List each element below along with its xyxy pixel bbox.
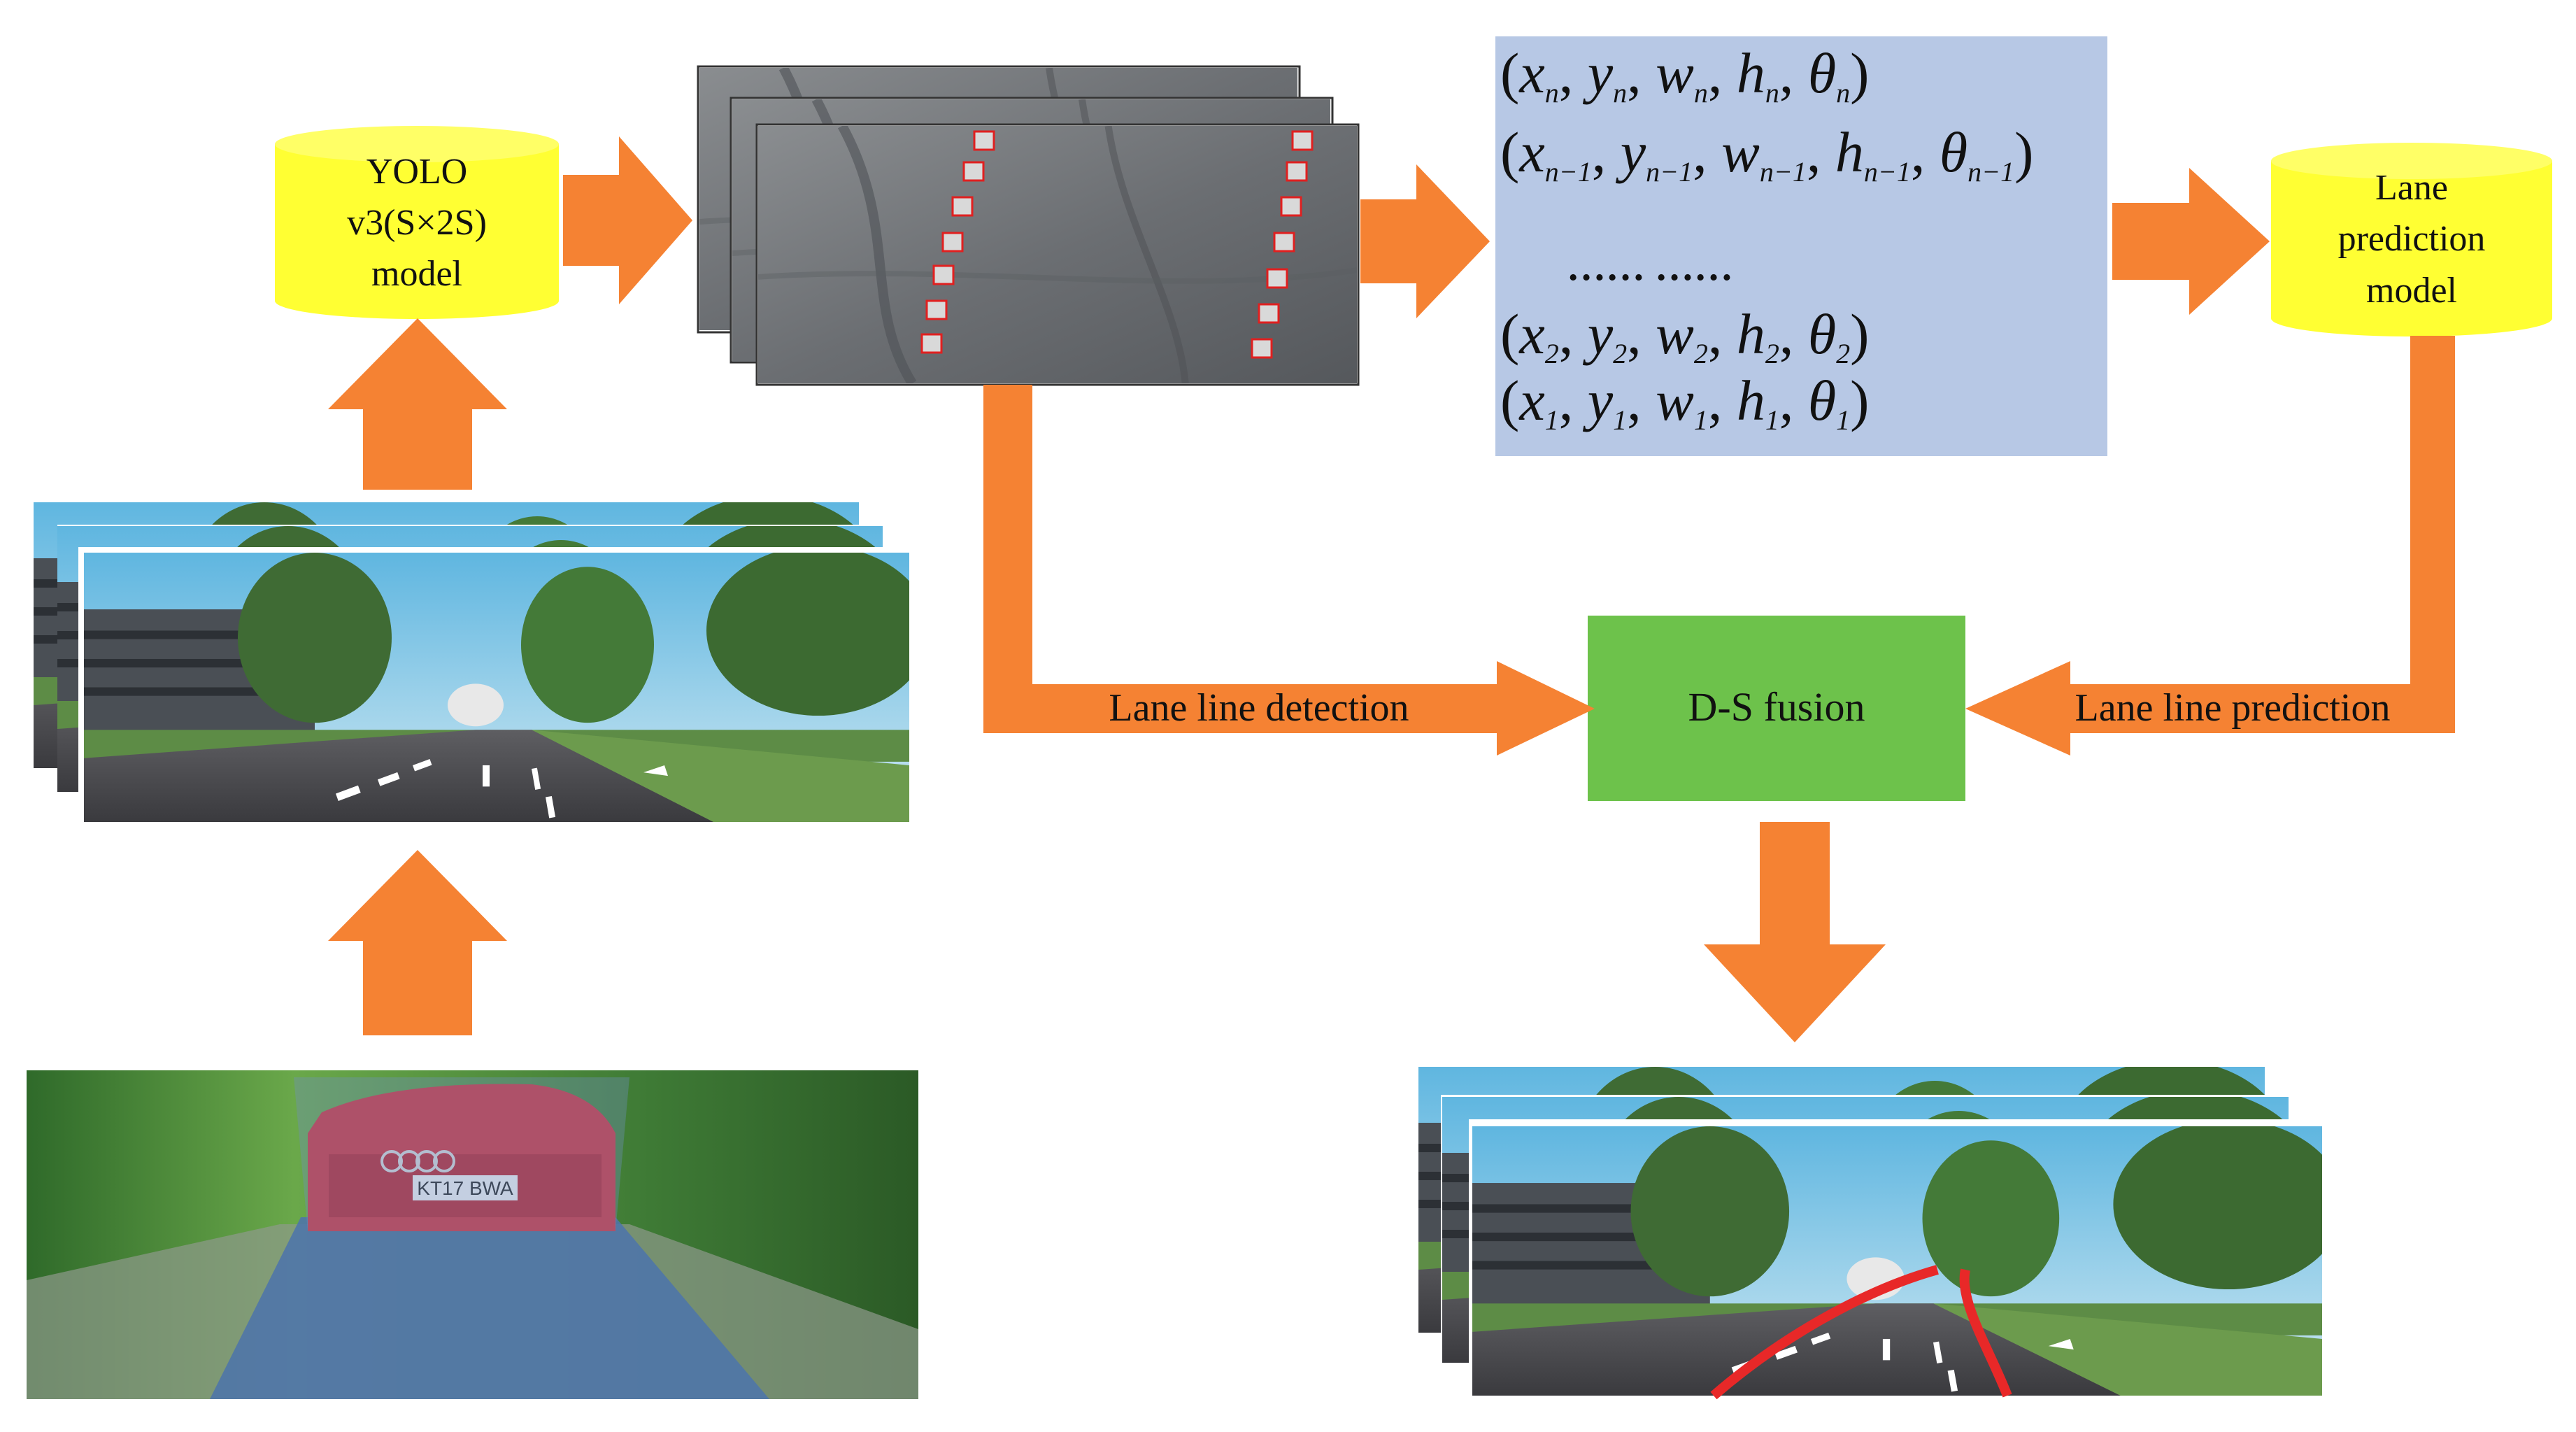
- lane-line-detection-label: Lane line detection: [1109, 686, 1409, 730]
- yolo-label-line2: v3(S×2S): [347, 203, 487, 243]
- input-photo: KT17 BWA: [27, 1070, 918, 1399]
- formula-ellipsis: …… ……: [1567, 246, 1733, 289]
- arrow-lane-line-prediction: [1965, 336, 2455, 756]
- svg-text:(xn, yn, wn, hn, θn): (xn, yn, wn, hn, θn): [1500, 41, 1869, 108]
- detection-frame-front: [755, 123, 1360, 386]
- detection-frames-stack: [697, 65, 1360, 386]
- lane-prediction-model-cylinder: Lane prediction model: [2271, 143, 2552, 336]
- arrow-yolo-to-detections: [563, 136, 692, 304]
- yolo-label-line1: YOLO: [367, 152, 467, 192]
- arrow-lane-line-detection: [983, 385, 1595, 756]
- ds-fusion-box: D-S fusion: [1588, 616, 1965, 801]
- yolo-label-line3: model: [371, 254, 462, 294]
- formula-panel: (xn, yn, wn, hn, θn) (xn−1, yn−1, wn−1, …: [1495, 36, 2107, 456]
- output-frames-stack: [1418, 1067, 2326, 1400]
- arrow-detections-to-formulas: [1360, 164, 1490, 318]
- arrow-fusion-to-output: [1704, 822, 1886, 1042]
- arrows: [328, 136, 2455, 1042]
- arrow-formulas-to-prediction: [2112, 168, 2270, 315]
- prediction-label-line2: prediction: [2338, 219, 2486, 259]
- svg-text:(x1, y1, w1, h1, θ1): (x1, y1, w1, h1, θ1): [1500, 369, 1869, 436]
- prediction-label-line3: model: [2366, 271, 2457, 311]
- input-frame-front: [78, 547, 911, 827]
- predicted-lane-lines: [1710, 1265, 2012, 1400]
- prediction-label-line1: Lane: [2375, 168, 2448, 208]
- car: KT17 BWA: [308, 1084, 615, 1231]
- svg-text:(xn−1, yn−1, wn−1, hn−1, θn−1): (xn−1, yn−1, wn−1, hn−1, θn−1): [1500, 120, 2033, 187]
- arrow-frames-to-yolo: [328, 318, 507, 490]
- ds-fusion-label: D-S fusion: [1688, 684, 1865, 730]
- yolo-model-cylinder: YOLO v3(S×2S) model: [275, 126, 559, 319]
- output-frame-front: [1469, 1119, 2326, 1400]
- license-plate: KT17 BWA: [417, 1177, 513, 1199]
- input-frames-stack: [34, 502, 911, 827]
- formula-row-n: (xn, yn, wn, hn, θn): [1500, 41, 1869, 108]
- formula-row-1: (x1, y1, w1, h1, θ1): [1500, 369, 1869, 436]
- formula-row-2: (x2, y2, w2, h2, θ2): [1500, 302, 1869, 369]
- svg-text:(x2, y2, w2, h2, θ2): (x2, y2, w2, h2, θ2): [1500, 302, 1869, 369]
- formula-row-n-minus-1: (xn−1, yn−1, wn−1, hn−1, θn−1): [1500, 120, 2033, 187]
- lane-line-prediction-label: Lane line prediction: [2075, 686, 2391, 730]
- arrow-photo-to-frames: [328, 850, 507, 1035]
